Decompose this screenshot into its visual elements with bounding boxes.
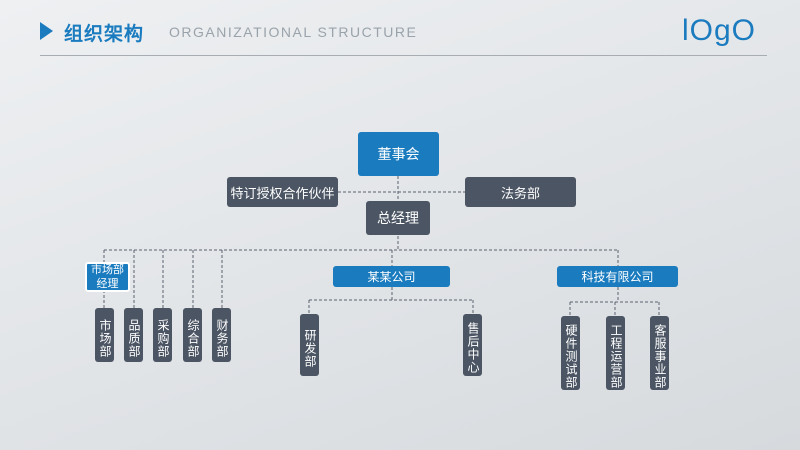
- dept-service-node: 客服事业部: [650, 316, 669, 390]
- gm-node: 总经理: [366, 201, 430, 235]
- header-divider: [40, 55, 767, 56]
- dept-rnd-node: 研发部: [300, 314, 319, 376]
- market-manager-line2: 经理: [96, 277, 119, 290]
- market-manager-line1: 市场部: [91, 263, 124, 276]
- dept-finance-node: 财务部: [212, 308, 231, 362]
- legal-node: 法务部: [465, 177, 576, 207]
- board-node: 董事会: [358, 132, 439, 176]
- company-b-node: 科技有限公司: [557, 266, 678, 287]
- gm-label: 总经理: [377, 211, 419, 227]
- page-subtitle: ORGANIZATIONAL STRUCTURE: [169, 24, 418, 40]
- logo: lOgO: [682, 14, 757, 47]
- market-manager-node: 市场部 经理: [85, 262, 130, 292]
- title-triangle-icon: [40, 22, 53, 40]
- dept-quality-node: 品质部: [124, 308, 143, 362]
- dept-general-node: 综合部: [183, 308, 202, 362]
- header: 组织架构 ORGANIZATIONAL STRUCTURE lOgO: [0, 0, 800, 60]
- dept-engineering-node: 工程运营部: [606, 316, 625, 390]
- partner-node: 特订授权合作伙伴: [227, 177, 338, 207]
- dept-aftersales-node: 售后中心: [463, 314, 482, 376]
- dept-purchase-node: 采购部: [153, 308, 172, 362]
- company-a-node: 某某公司: [333, 266, 450, 287]
- dept-hardware-node: 硬件测试部: [561, 316, 580, 390]
- page-title: 组织架构: [64, 23, 145, 45]
- dept-market-node: 市场部: [95, 308, 114, 362]
